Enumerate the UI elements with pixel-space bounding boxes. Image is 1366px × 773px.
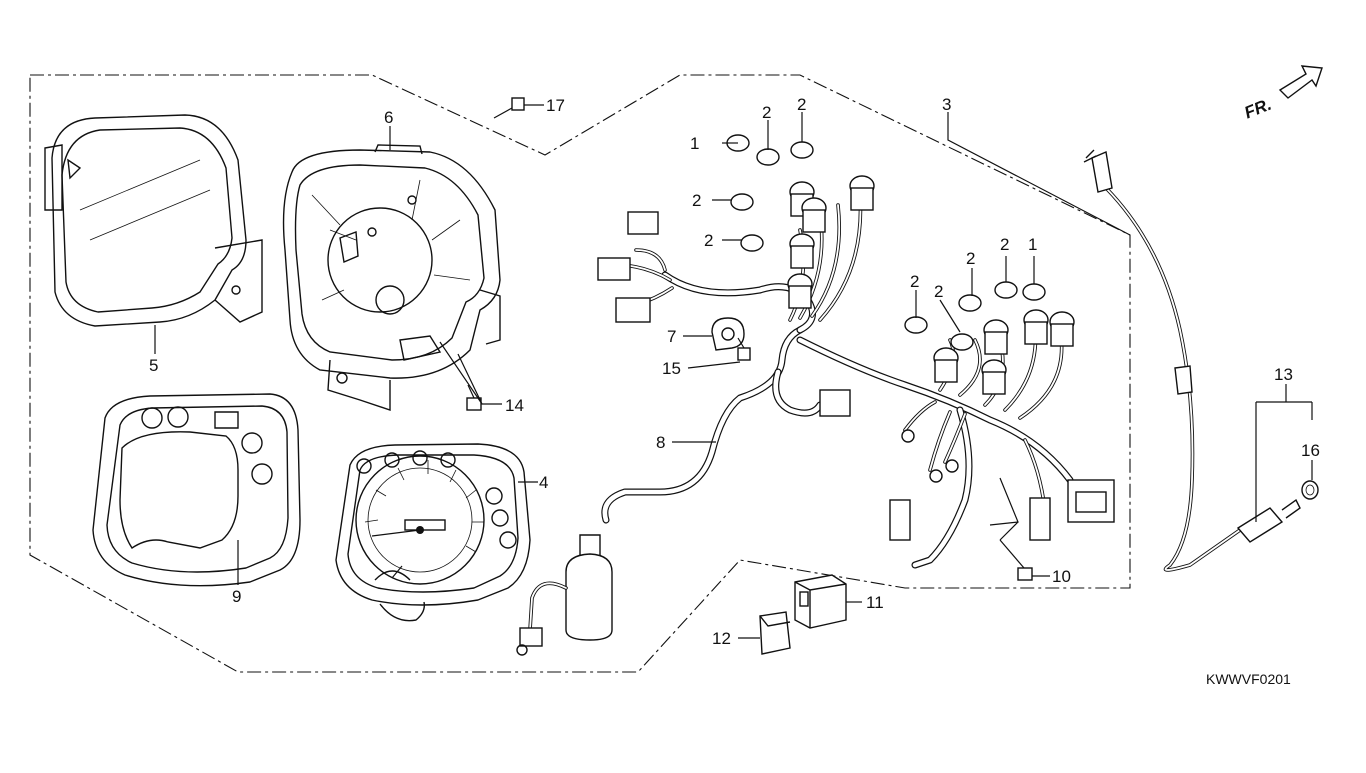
- callout-5: 5: [149, 356, 158, 375]
- meter-panel: [92, 393, 301, 587]
- callout-labels: 1 1 2 2 2 2 2 2 2 2 3 4 5 6 7 8 9 10 11 …: [149, 95, 1320, 648]
- fuse: [759, 611, 791, 655]
- callout-2: 2: [704, 231, 713, 250]
- callout-16: 16: [1301, 441, 1320, 460]
- callout-17: 17: [546, 96, 565, 115]
- harness-connectors: [597, 211, 1115, 541]
- screw-15: [737, 337, 751, 361]
- callout-9: 9: [232, 587, 241, 606]
- callout-12: 12: [712, 629, 731, 648]
- callout-10: 10: [1052, 567, 1071, 586]
- callout-2: 2: [762, 103, 771, 122]
- front-label: FR.: [1242, 95, 1275, 123]
- callout-2: 2: [1000, 235, 1009, 254]
- speedometer-cable: [1083, 149, 1301, 572]
- callout-13: 13: [1274, 365, 1293, 384]
- bulbs: [726, 134, 1046, 351]
- o-ring: [1301, 480, 1319, 500]
- callout-11: 11: [866, 593, 884, 612]
- diagram-code: KWWVF0201: [1206, 671, 1291, 687]
- bulb-sockets: [787, 175, 1075, 395]
- meter-case: [282, 144, 501, 411]
- front-direction-arrow: [1278, 65, 1323, 99]
- screw-14: [466, 384, 482, 411]
- leader-lines: [154, 104, 1313, 639]
- callout-2: 2: [797, 95, 806, 114]
- callout-2: 2: [966, 249, 975, 268]
- harness-clamp: [711, 317, 745, 351]
- speedometer: [335, 443, 531, 622]
- callout-8: 8: [656, 433, 665, 452]
- callout-2: 2: [934, 282, 943, 301]
- callout-3: 3: [942, 95, 951, 114]
- relay: [794, 574, 847, 629]
- assembly-boundary: [29, 74, 1131, 673]
- meter-cover: [44, 114, 263, 327]
- screw-10: [999, 539, 1033, 581]
- callout-7: 7: [667, 327, 676, 346]
- callout-2: 2: [692, 191, 701, 210]
- sensor-bottle: [516, 534, 613, 656]
- callout-4: 4: [539, 473, 548, 492]
- callout-14: 14: [505, 396, 524, 415]
- callout-6: 6: [384, 108, 393, 127]
- screw-17: [493, 97, 525, 119]
- callout-15: 15: [662, 359, 681, 378]
- callout-1: 1: [1028, 235, 1037, 254]
- callout-1: 1: [690, 134, 699, 153]
- callout-2: 2: [910, 272, 919, 291]
